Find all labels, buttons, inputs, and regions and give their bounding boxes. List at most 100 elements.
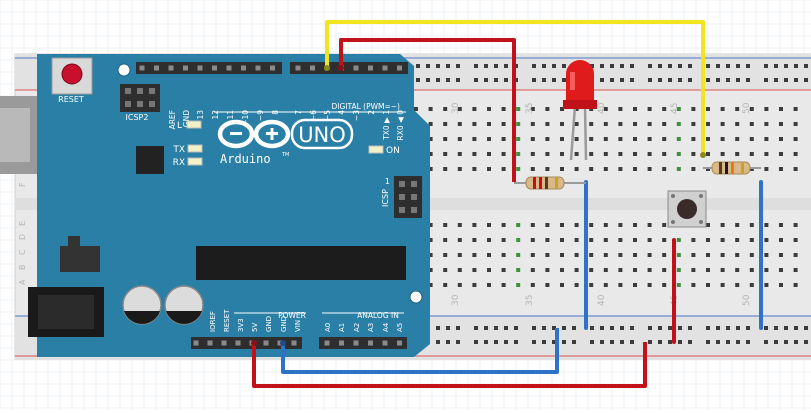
rail-hole	[716, 326, 720, 330]
breadboard-hole	[779, 167, 783, 171]
led-leg-left	[569, 105, 577, 161]
breadboard-hole	[793, 152, 798, 156]
breadboard-hole	[487, 253, 491, 257]
rail-hole	[552, 340, 556, 344]
header-pin	[207, 340, 213, 346]
breadboard-hole	[501, 283, 506, 287]
rail-hole	[658, 78, 662, 82]
breadboard-hole	[662, 268, 667, 272]
breadboard-hole	[676, 283, 681, 287]
rail-hole	[804, 340, 808, 344]
header-pin	[368, 65, 373, 71]
breadboard-hole	[720, 283, 725, 287]
push-button-rivet	[699, 220, 703, 224]
breadboard-hole	[706, 268, 710, 272]
rail-hole	[648, 326, 652, 330]
rail-hole	[648, 64, 652, 68]
breadboard-hole	[516, 253, 521, 257]
arduino-logo-icon	[217, 119, 291, 149]
breadboard-hole	[487, 268, 491, 272]
breadboard-hole	[779, 223, 783, 227]
rail-hole	[494, 78, 498, 82]
breadboard-hole	[793, 167, 798, 171]
breadboard-hole	[560, 253, 564, 257]
digital-label: DIGITAL (PWM=~)	[331, 102, 400, 111]
breadboard-hole	[735, 122, 740, 126]
header-pin	[235, 340, 241, 346]
breadboard-hole	[735, 107, 740, 111]
rail-hole	[474, 64, 478, 68]
breadboard-hole	[516, 238, 521, 242]
pin-label-6: ~6	[309, 110, 318, 121]
breadboard-hole	[530, 268, 535, 272]
led-l-label: L	[177, 121, 182, 131]
breadboard-hole	[676, 238, 681, 242]
rail-hole	[436, 64, 440, 68]
breadboard-hole	[633, 283, 637, 287]
arduino-uno-board: RESET ICSP2 AREF GND 13 12 ~11 ~10 ~9 8 …	[28, 54, 430, 357]
rail-hole	[630, 326, 634, 330]
breadboard-hole	[793, 268, 798, 272]
breadboard-hole	[457, 107, 462, 111]
breadboard-hole	[589, 223, 594, 227]
rail-hole	[706, 326, 710, 330]
pin-label-5v: 5V	[251, 323, 259, 332]
uno-logo-text: UNO	[298, 123, 346, 147]
breadboard-hole	[618, 223, 623, 227]
push-button-cap-icon	[677, 199, 697, 219]
rail-hole	[504, 326, 508, 330]
breadboard-hole	[501, 152, 506, 156]
breadboard-hole	[691, 107, 696, 111]
breadboard-hole	[603, 122, 608, 126]
rail-hole	[532, 64, 536, 68]
resistor-2-band	[719, 162, 722, 174]
usb-chip	[136, 146, 164, 174]
breadboard-hole	[720, 223, 725, 227]
breadboard-hole	[589, 167, 594, 171]
rail-hole	[648, 78, 652, 82]
breadboard-hole	[647, 283, 652, 287]
rail-hole	[484, 326, 488, 330]
breadboard-hole	[691, 283, 696, 287]
breadboard-hole	[589, 137, 594, 141]
breadboard-hole	[472, 122, 477, 126]
header-pin	[197, 65, 203, 71]
rail-hole	[678, 340, 682, 344]
breadboard-hole	[779, 268, 783, 272]
breadboard-hole	[457, 268, 462, 272]
breadboard-hole	[603, 137, 608, 141]
rail-hole	[456, 78, 460, 82]
breadboard-hole	[779, 137, 783, 141]
breadboard-hole	[647, 137, 652, 141]
breadboard-hole	[472, 253, 477, 257]
rail-hole	[736, 78, 740, 82]
rail-hole	[542, 78, 546, 82]
led-l-icon	[186, 120, 202, 129]
rail-hole	[658, 326, 662, 330]
breadboard-hole	[501, 167, 506, 171]
header-pin	[221, 340, 227, 346]
breadboard-hole	[545, 223, 550, 227]
breadboard-hole	[691, 167, 696, 171]
breadboard-hole	[428, 223, 433, 227]
row-letter-a: A	[18, 279, 27, 285]
header-pin	[397, 340, 402, 346]
rail-hole	[678, 326, 682, 330]
rail-hole	[514, 326, 518, 330]
breadboard-jumpers	[512, 168, 763, 344]
rail-hole	[456, 326, 460, 330]
led-rx-icon	[187, 157, 203, 166]
breadboard-hole	[603, 167, 608, 171]
rail-hole	[620, 64, 624, 68]
breadboard-hole	[647, 223, 652, 227]
breadboard-hole	[501, 268, 506, 272]
led-highlight	[570, 72, 575, 90]
reset-button[interactable]	[61, 63, 83, 85]
rail-hole	[784, 340, 788, 344]
rail-hole	[474, 78, 478, 82]
rail-hole	[794, 78, 798, 82]
breadboard-hole	[516, 137, 521, 141]
breadboard-hole	[530, 238, 535, 242]
breadboard-hole	[633, 238, 637, 242]
digital-header-left	[136, 62, 282, 74]
